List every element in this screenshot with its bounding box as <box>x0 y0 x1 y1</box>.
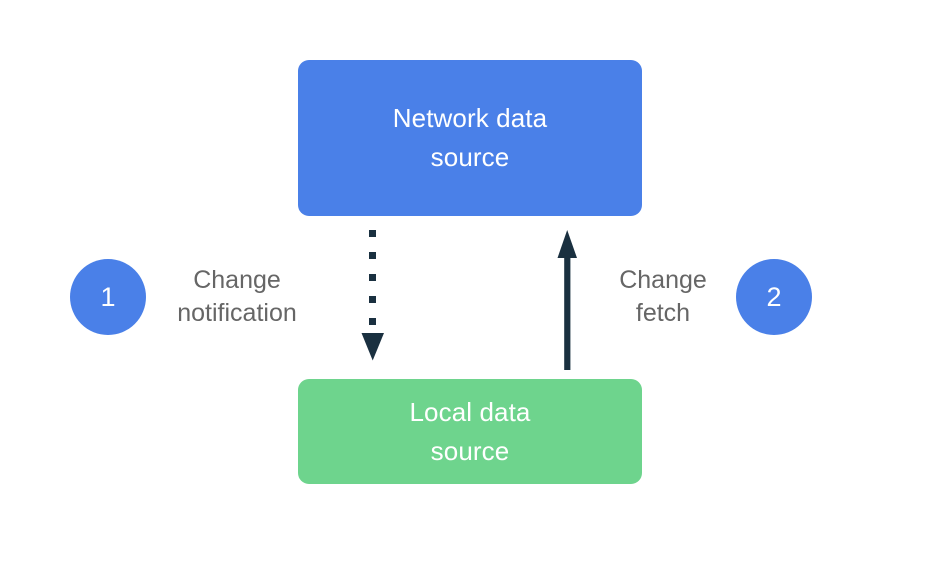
node-network-data-source[interactable]: Network data source <box>298 60 642 216</box>
step-badge-2: 2 <box>736 259 812 335</box>
edge-label-change-fetch: Change fetch <box>619 266 707 327</box>
step-badge-2-number: 2 <box>766 281 782 312</box>
arrow-down-dotted-icon <box>361 230 384 361</box>
step-badge-1-number: 1 <box>100 281 116 312</box>
edge-label-change-notification: Change notification <box>177 266 297 327</box>
node-network-data-source-label: Network data source <box>392 103 548 172</box>
step-badge-1: 1 <box>70 259 146 335</box>
node-local-data-source[interactable]: Local data source <box>298 379 642 484</box>
arrow-up-solid-icon <box>557 230 577 370</box>
node-local-data-source-label: Local data source <box>409 396 531 466</box>
